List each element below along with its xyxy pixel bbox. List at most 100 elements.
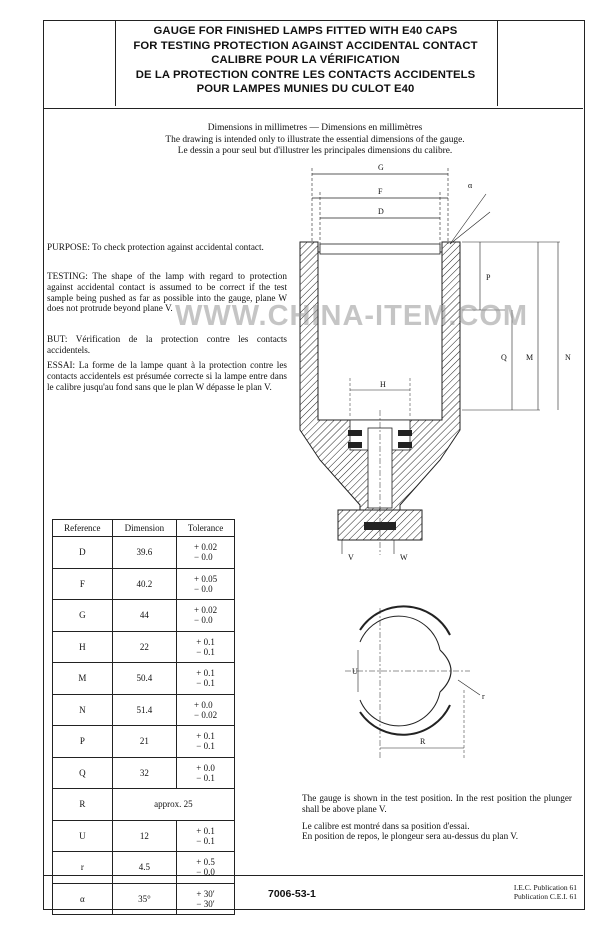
reference-cell: G [52, 599, 113, 632]
publication-line: Publication C.E.I. 61 [513, 891, 577, 901]
note-line: The drawing is intended only to illustra… [165, 134, 465, 145]
but-text: BUT: Vérification de la protection contr… [47, 334, 287, 355]
label-F: F [378, 187, 383, 196]
tolerance-value: + 0.1 [196, 668, 215, 679]
tolerance-value: − 0.1 [196, 741, 215, 752]
tolerance-value: + 0.1 [196, 636, 215, 647]
tolerance-value: − 0.0 [194, 583, 213, 594]
dimension-cell: 39.6 [111, 536, 178, 569]
title-line: GAUGE FOR FINISHED LAMPS FITTED WITH E40… [153, 25, 458, 37]
table-header-row: Reference Dimension Tolerance [52, 519, 235, 537]
reference-cell: U [52, 819, 113, 852]
purpose-text: PURPOSE: To check protection against acc… [47, 242, 264, 252]
column-header: Dimension [111, 519, 178, 537]
dimension-cell: 51.4 [111, 693, 178, 726]
tolerance-value: + 30′ [196, 888, 215, 899]
tolerance-cell: + 0.1− 0.1 [176, 725, 235, 758]
label-M: M [526, 353, 533, 362]
label-G: G [378, 163, 384, 172]
tolerance-value: + 0.5 [196, 857, 215, 868]
tolerance-value: + 0.02 [194, 605, 218, 616]
tolerance-cell: + 0.1− 0.1 [176, 662, 235, 695]
gauge-cross-section-drawing: G F D α V W H P Q M N [299, 163, 571, 562]
label-r: r [482, 692, 485, 701]
tolerance-value: + 0.05 [194, 573, 218, 584]
dimension-cell: 40.2 [111, 567, 178, 600]
tolerance-value: − 0.02 [194, 709, 218, 720]
tolerance-value: − 0.0 [196, 867, 215, 878]
tolerance-cell: + 0.05− 0.0 [176, 567, 235, 600]
title-line: POUR LAMPES MUNIES DU CULOT E40 [196, 83, 415, 96]
testing-text: TESTING: The shape of the lamp with rega… [47, 271, 287, 314]
title-line: FOR TESTING PROTECTION AGAINST ACCIDENTA… [133, 39, 478, 52]
label-P: P [486, 273, 491, 282]
page-title: GAUGE FOR FINISHED LAMPS FITTED WITH E40… [115, 24, 496, 97]
tolerance-value: + 0.1 [196, 731, 215, 742]
sheet-code: 7006-53-1 [268, 888, 316, 900]
label-R: R [420, 737, 426, 746]
label-W: W [400, 553, 408, 562]
page-border [43, 20, 585, 910]
reference-cell: r [52, 851, 113, 884]
tolerance-cell: + 30′− 30′ [176, 882, 235, 915]
tolerance-value: − 0.1 [196, 646, 215, 657]
title-divider [43, 108, 583, 109]
tolerance-cell: + 0.0− 0.1 [176, 756, 235, 789]
dimension-cell: 35° [111, 882, 178, 915]
label-U: U [352, 667, 358, 676]
dimension-cell: approx. 25 [111, 788, 236, 821]
title-line: CALIBRE POUR LA VÉRIFICATION [211, 54, 400, 67]
dimension-cell: 22 [111, 630, 178, 663]
publication-line: I.E.C. Publication 61 [513, 883, 577, 892]
tolerance-cell: + 0.0− 0.02 [176, 693, 235, 726]
publication-reference: I.E.C. Publication 61 Publication C.E.I.… [472, 883, 577, 901]
label-D: D [378, 207, 384, 216]
caption-line: En position de repos, le plongeur sera a… [302, 831, 519, 842]
caption-line: Le calibre est montré dans sa position d… [302, 820, 470, 831]
note-line: Dimensions in millimetres — Dimensions e… [207, 123, 423, 133]
figure-caption: The gauge is shown in the test position.… [302, 793, 572, 842]
reference-cell: H [52, 630, 113, 663]
footer-divider [43, 875, 583, 876]
note-line: Le dessin a pour seul but d'illustrer le… [177, 146, 453, 156]
tolerance-value: + 0.1 [196, 825, 215, 836]
dimension-notes: Dimensions in millimetres — Dimensions e… [100, 123, 530, 158]
tolerance-cell: + 0.1− 0.1 [176, 630, 235, 663]
reference-cell: α [52, 882, 113, 915]
label-V: V [348, 553, 354, 562]
watermark: WWW.CHINA-ITEM.COM [175, 300, 529, 332]
dimension-cell: 50.4 [111, 662, 178, 695]
tolerance-value: + 0.02 [194, 542, 218, 553]
reference-cell: D [52, 536, 113, 569]
essai-text: ESSAI: La forme de la lampe quant à la p… [47, 360, 287, 392]
column-header: Tolerance [176, 519, 235, 537]
caption-line: The gauge is shown in the test position.… [302, 793, 572, 814]
tolerance-cell: + 0.02− 0.0 [176, 599, 235, 632]
title-box [115, 20, 498, 106]
tolerance-value: − 0.0 [194, 552, 213, 563]
tolerance-value: − 0.1 [196, 772, 215, 783]
reference-cell: M [52, 662, 113, 695]
dimension-cell: 4.5 [111, 851, 178, 884]
title-line: DE LA PROTECTION CONTRE LES CONTACTS ACC… [135, 68, 476, 81]
tolerance-value: − 0.0 [194, 615, 213, 626]
reference-cell: F [52, 567, 113, 600]
detail-r-drawing: r U R [345, 605, 485, 760]
tolerance-cell: + 0.02− 0.0 [176, 536, 235, 569]
label-alpha: α [468, 181, 473, 190]
label-N: N [565, 353, 571, 362]
dimension-cell: 12 [111, 819, 178, 852]
reference-cell: R [52, 788, 113, 821]
dimension-cell: 32 [111, 756, 178, 789]
reference-cell: P [52, 725, 113, 758]
